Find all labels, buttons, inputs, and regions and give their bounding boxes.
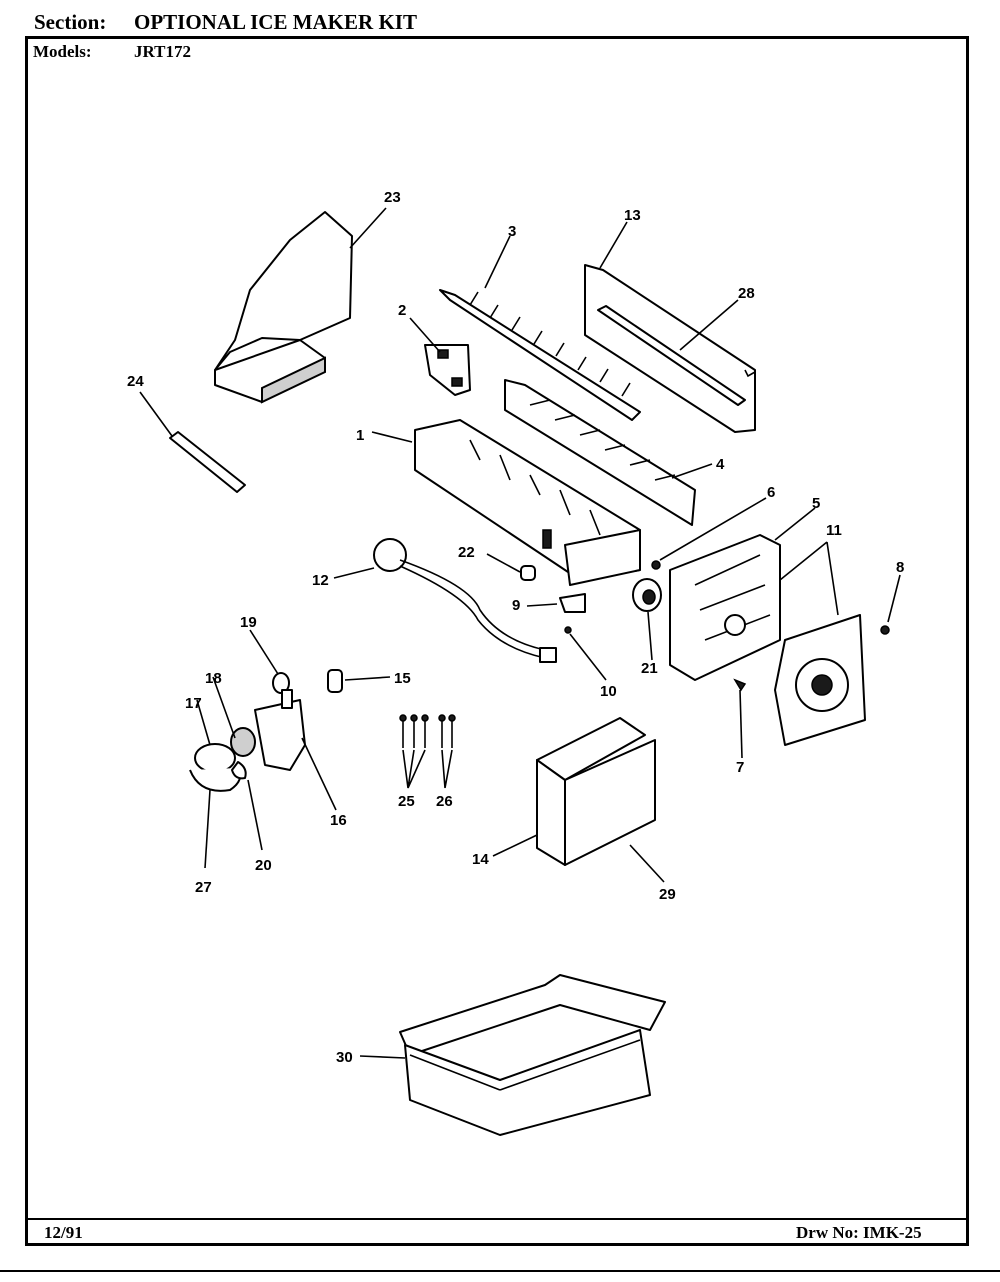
callout-17: 17 [185,695,202,712]
callout-4: 4 [716,456,725,473]
part-harness [373,538,557,663]
callout-7: 7 [736,759,744,776]
callout-5: 5 [812,495,820,512]
part-screws-26 [438,714,456,748]
part-control-housing [669,534,781,681]
callout-1: 1 [356,427,364,444]
callout-25: 25 [398,793,415,810]
callout-14: 14 [472,851,489,868]
callout-8: 8 [896,559,904,576]
part-screw-7 [733,678,747,692]
callout-20: 20 [255,857,272,874]
page-bottom-rule [0,1270,1000,1272]
part-screws-25 [399,714,429,748]
part-ejector [439,289,641,421]
drawing-number: Drw No: IMK-25 [796,1223,922,1242]
part-stripper [504,379,696,526]
part-10 [564,626,572,634]
callout-23: 23 [384,189,401,206]
callout-27: 27 [195,879,212,896]
footer-date: 12/91 [44,1223,83,1242]
callout-labels: 1 2 3 4 5 6 7 8 9 10 11 12 13 14 15 16 1… [127,189,904,1066]
callout-29: 29 [659,886,676,903]
callout-9: 9 [512,597,520,614]
part-screw-6 [651,560,661,570]
part-22 [520,565,536,581]
part-shield [584,264,756,433]
part-9 [559,593,586,613]
part-water-valve [189,689,306,792]
callout-19: 19 [240,614,257,631]
drawing-frame [25,36,969,1246]
leader-lines [139,207,901,1059]
footer-rule [25,1218,969,1220]
callout-11: 11 [826,522,842,539]
callout-21: 21 [641,660,658,677]
part-clamp-15 [327,669,343,693]
part-ice-bin [399,974,666,1136]
callout-6: 6 [767,484,775,501]
callout-22: 22 [458,544,475,561]
part-gear-21 [632,578,662,612]
models-label: Models: [33,42,92,61]
part-screw-8 [880,625,890,635]
callout-24: 24 [127,373,144,390]
part-mold [414,419,641,586]
callout-28: 28 [738,285,755,302]
callout-15: 15 [394,670,411,687]
section-title: OPTIONAL ICE MAKER KIT [134,10,417,34]
part-lever [424,344,471,396]
part-20 [231,761,247,780]
callout-10: 10 [600,683,617,700]
callout-12: 12 [312,572,329,589]
part-box [536,717,656,866]
callout-13: 13 [624,207,641,224]
part-cover [774,614,866,746]
part-ice-chute [214,211,353,404]
section-label: Section: [34,10,107,34]
callout-18: 18 [205,670,222,687]
callout-3: 3 [508,223,516,240]
callout-16: 16 [330,812,347,829]
callout-2: 2 [398,302,406,319]
part-rod [169,431,246,493]
callout-26: 26 [436,793,453,810]
callout-30: 30 [336,1049,353,1066]
models-value: JRT172 [134,42,192,61]
